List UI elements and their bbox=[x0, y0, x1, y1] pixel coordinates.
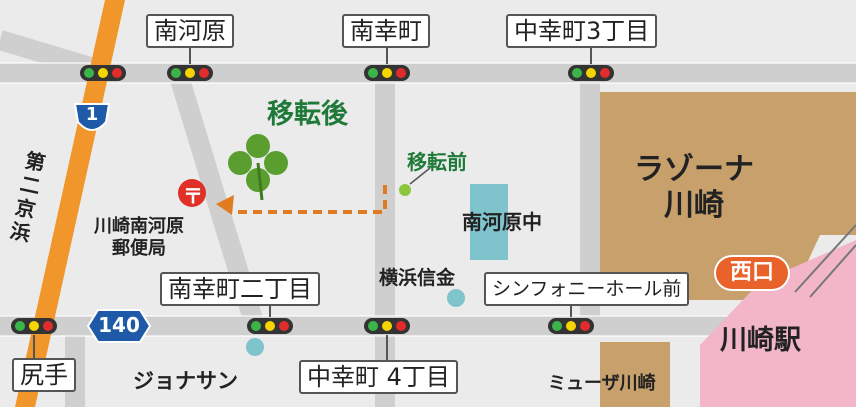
traffic-signals bbox=[11, 65, 614, 334]
signal-minamikawara bbox=[167, 65, 213, 81]
route-1-shield bbox=[73, 103, 111, 131]
sign-pointers bbox=[33, 46, 592, 360]
jonathan-label: ジョナサン bbox=[133, 369, 238, 393]
sign-symphony-hall-mae: シンフォニーホール前 bbox=[484, 272, 690, 306]
railway bbox=[794, 224, 856, 298]
route-140-shield bbox=[86, 309, 152, 343]
sign-minamikawara: 南河原 bbox=[146, 14, 234, 48]
station-area bbox=[700, 240, 856, 407]
route-140-label: 140 bbox=[98, 313, 140, 337]
sign-nakasaiwaicho-4: 中幸町 4丁目 bbox=[299, 360, 458, 394]
signal-minamisaiwaicho-2 bbox=[247, 318, 293, 334]
sign-minamisaiwaicho-2: 南幸町二丁目 bbox=[160, 272, 320, 306]
move-route-arrow bbox=[232, 185, 387, 214]
route-1-label: 1 bbox=[85, 104, 99, 125]
after-move-label: 移転後 bbox=[267, 99, 348, 130]
signal-shirite bbox=[11, 318, 57, 334]
junior-high-label: 南河原中 bbox=[462, 210, 542, 234]
yokohama-shinkin-marker bbox=[447, 289, 465, 307]
muza-kawasaki-label: ミューザ川崎 bbox=[548, 373, 656, 394]
clover-icon bbox=[228, 134, 288, 201]
daini-keihin-highway bbox=[15, 0, 125, 407]
lazona-building bbox=[600, 92, 856, 300]
before-move-leader bbox=[409, 167, 431, 185]
post-office-label: 川崎南河原 郵便局 bbox=[94, 216, 184, 259]
muza-building bbox=[600, 342, 670, 407]
arrow-head bbox=[216, 195, 234, 215]
signal-minamisaiwaicho bbox=[364, 65, 410, 81]
post-office-icon bbox=[178, 179, 206, 207]
kawasaki-station-label: 川崎駅 bbox=[720, 325, 801, 356]
sign-shirite: 尻手 bbox=[12, 358, 76, 392]
jonathan-marker bbox=[246, 338, 264, 356]
post-office-symbol: 〒 bbox=[183, 184, 203, 208]
junior-high-school bbox=[470, 184, 508, 260]
sign-minamisaiwaicho: 南幸町 bbox=[342, 14, 430, 48]
before-move-marker bbox=[399, 184, 411, 196]
signal-shirite-north bbox=[80, 65, 126, 81]
before-move-label: 移転前 bbox=[407, 150, 467, 174]
yokohama-shinkin-label: 横浜信金 bbox=[379, 267, 456, 289]
signal-nakasaiwaicho-4 bbox=[364, 318, 410, 334]
west-exit-label: 西口 bbox=[716, 257, 788, 289]
lazona-label: ラゾーナ 川崎 bbox=[634, 152, 754, 223]
sign-nakasaiwaicho-3: 中幸町3丁目 bbox=[506, 14, 658, 48]
signal-nakasaiwaicho-3 bbox=[568, 65, 614, 81]
signal-symphony-hall bbox=[548, 318, 594, 334]
